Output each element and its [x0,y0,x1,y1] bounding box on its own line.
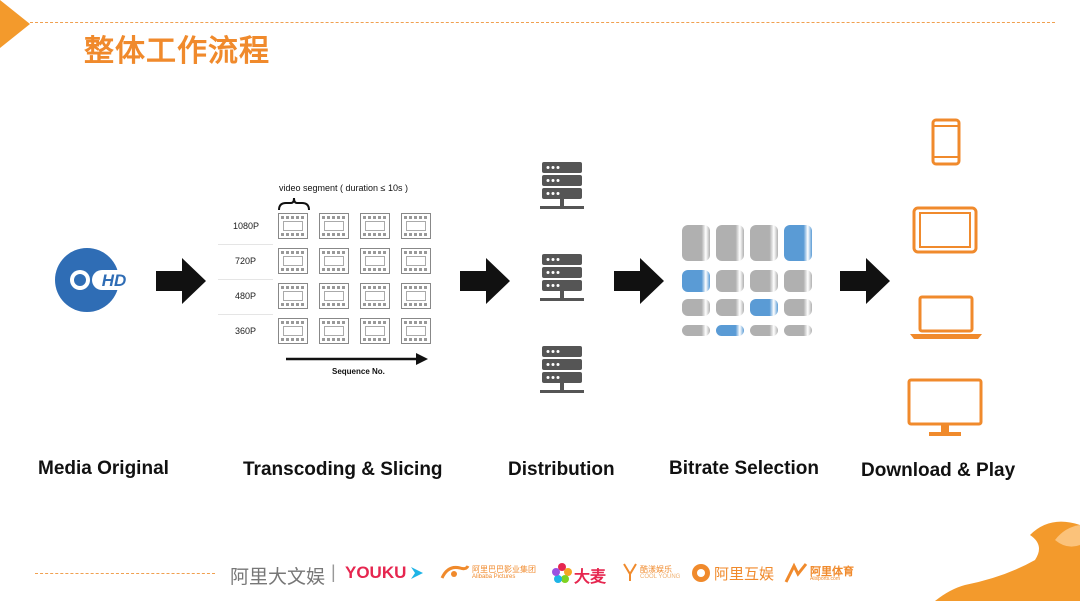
brand-alisports-en: Alisports.com [810,576,841,582]
brand-alisports-cn: 阿里体育 [810,566,854,578]
right-arrow-icon [840,258,890,304]
bitrate-segment [750,325,778,336]
brand-kuxun-cn: 酷漾娱乐 [640,565,672,574]
right-arrow-icon [614,258,664,304]
youku-play-icon [411,567,423,579]
segment-label: video segment ( duration ≤ 10s ) [279,183,409,193]
video-segment-frame [278,318,308,344]
stage-label: Media Original [38,458,169,479]
video-segment-frame [360,248,390,274]
phone-icon [931,118,961,166]
selected-bitrate-segment [682,270,710,292]
stage-label: Download & Play [861,460,1016,481]
laptop-icon [910,295,982,339]
video-segment-frame [319,318,349,344]
video-segment-frame [360,213,390,239]
video-segment-frame [360,318,390,344]
selected-bitrate-segment [784,225,812,261]
server-icon [540,346,584,393]
brand-kuxun-en: COOL YOUNG [640,574,681,580]
row-divider [218,314,273,315]
stage-label: Distribution [508,459,615,480]
video-segment-frame [319,213,349,239]
bitrate-segment [716,299,744,316]
row-divider [218,279,273,280]
resolution-label: 720P [235,256,257,266]
bitrate-segment [682,325,710,336]
brand-alibaba-pictures-en: Alibaba Pictures [472,574,516,580]
top-dashed-divider [30,22,1055,23]
brand-main: 阿里大文娱 [230,567,326,588]
brace-icon [278,197,310,211]
resolution-label: 1080P [233,221,260,231]
right-arrow-icon [156,258,206,304]
monitor-icon [907,378,983,436]
resolution-label: 480P [235,291,257,301]
video-segment-frame [401,318,431,344]
alisports-logo-icon [784,562,808,583]
orange-fox-tail-icon [935,521,1080,601]
row-divider [218,244,273,245]
video-segment-frame [401,248,431,274]
orange-triangle-icon [0,0,30,48]
bitrate-segment [716,270,744,292]
stage-label: Bitrate Selection [669,458,819,479]
bitrate-segment [682,299,710,316]
brand-damai: 大麦 [574,569,607,586]
video-segment-frame [278,248,308,274]
video-segment-frame [278,213,308,239]
page-title: 整体工作流程 [84,34,270,69]
video-segment-frame [401,283,431,309]
video-segment-frame [278,283,308,309]
sequence-label: Sequence No. [332,367,385,376]
selected-bitrate-segment [716,325,744,336]
alibaba-pictures-logo-icon [440,565,470,579]
bitrate-segment [784,299,812,316]
damai-flower-icon [552,563,572,583]
sequence-arrow [286,353,428,365]
tablet-icon [912,206,978,254]
selected-bitrate-segment [750,299,778,316]
bitrate-segment [750,225,778,261]
bitrate-segment [682,225,710,261]
server-icon [540,162,584,209]
right-arrow-icon [460,258,510,304]
video-segment-frame [360,283,390,309]
hd-label: HD [102,271,127,290]
brand-youku: YOUKU [345,563,407,582]
video-segment-frame [319,248,349,274]
brand-alibaba-pictures-cn: 阿里巴巴影业集团 [472,565,536,574]
hd-disc-icon: HD [55,248,136,312]
brand-separator: | [331,562,336,582]
bitrate-segment [784,270,812,292]
ali-huyu-logo-icon [692,564,710,582]
server-icon [540,254,584,301]
kuxun-logo-icon [623,563,637,581]
bitrate-segment [716,225,744,261]
video-segment-frame [401,213,431,239]
video-segment-frame [319,283,349,309]
bottom-dashed-divider [35,573,215,574]
bitrate-segment [750,270,778,292]
stage-label: Transcoding & Slicing [243,459,443,480]
brand-ali-huyu: 阿里互娱 [714,566,775,583]
bitrate-segment [784,325,812,336]
resolution-label: 360P [235,326,257,336]
